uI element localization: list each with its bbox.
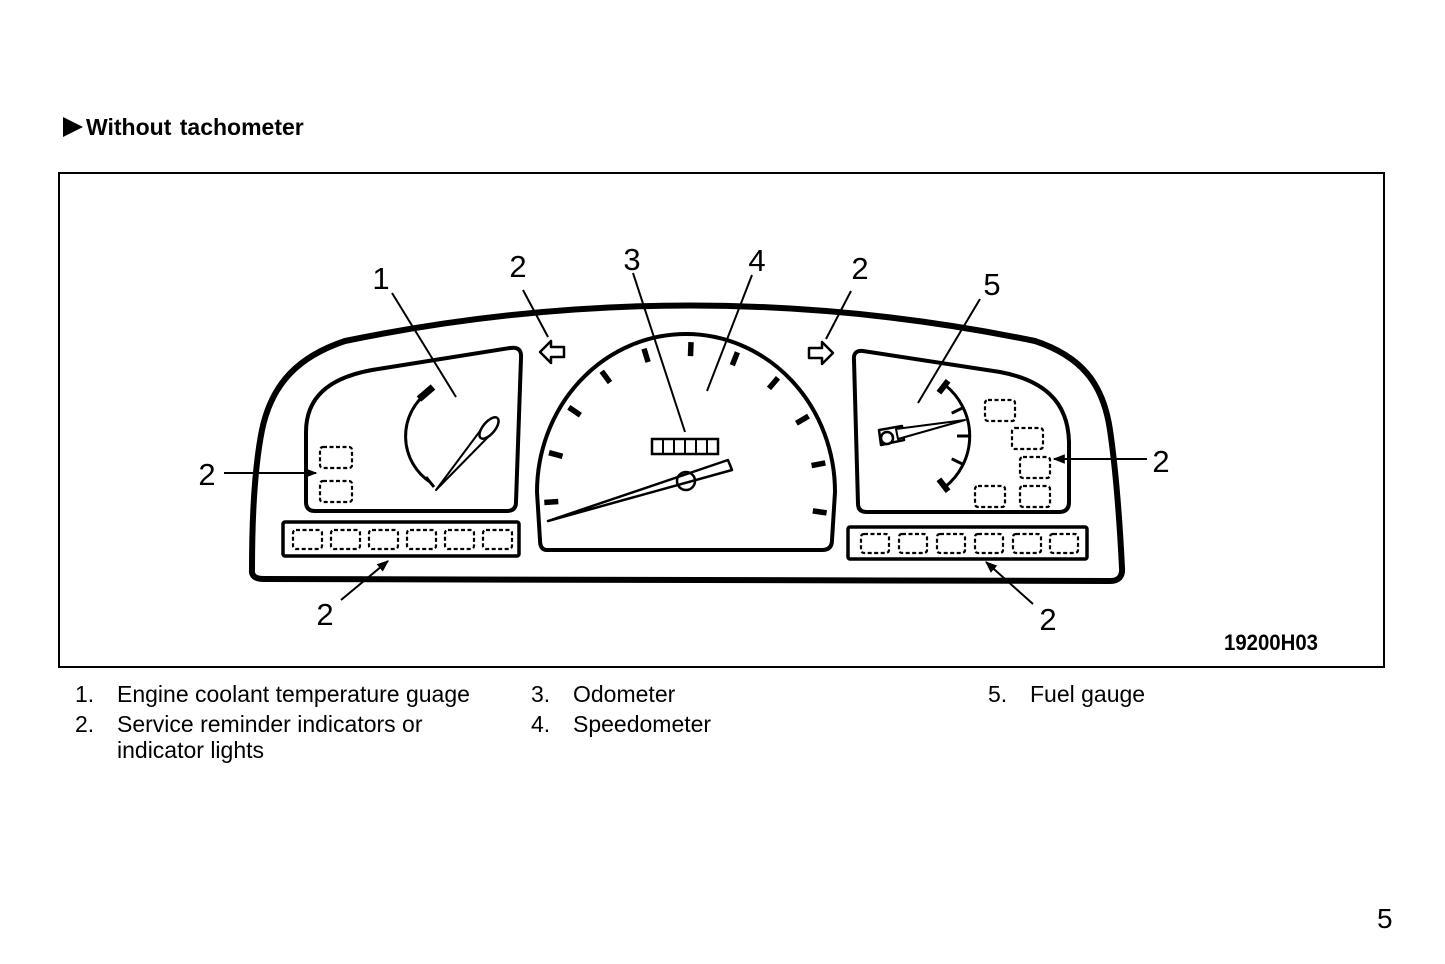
callout-label: 5	[983, 267, 1000, 302]
page-number: 5	[1377, 903, 1393, 934]
leader-line	[825, 290, 852, 340]
speedometer-needle-pivot	[675, 470, 697, 492]
leader-line	[391, 292, 457, 398]
odometer	[650, 437, 720, 456]
indicator-light	[973, 532, 1005, 555]
callout-label: 1	[372, 261, 389, 296]
cluster-housing	[248, 302, 1126, 584]
callout-label: 2	[1152, 444, 1169, 479]
temperature-gauge-window	[304, 345, 524, 513]
indicator-light	[1011, 532, 1043, 555]
indicator-light	[291, 528, 324, 551]
right-indicator-strip	[846, 525, 1089, 561]
indicator-light	[1048, 532, 1080, 555]
indicator-light	[405, 528, 438, 551]
speedometer-ticks	[544, 342, 827, 516]
legend-number: 5.	[988, 681, 1008, 707]
temperature-window-outline	[304, 345, 524, 513]
legend-item: 1. Engine coolant temperature guage	[75, 681, 489, 707]
play-triangle-icon	[63, 117, 83, 137]
temperature-cold-mark	[424, 476, 436, 488]
legend-item: 4. Speedometer	[531, 711, 945, 737]
legend-column-3: 5. Fuel gauge	[988, 681, 1402, 711]
leader-arrow	[340, 560, 389, 601]
fuel-tick	[951, 457, 965, 466]
speedometer-needle	[546, 458, 734, 523]
legend-number: 1.	[75, 681, 95, 707]
fuel-tick	[951, 406, 965, 415]
speedometer-tick	[766, 376, 781, 391]
speedometer-tick	[548, 450, 564, 459]
speedometer-tick	[567, 405, 582, 418]
temperature-needle-pivot	[478, 416, 500, 440]
left-indicator-strip	[281, 520, 521, 558]
indicator-light	[318, 479, 354, 504]
leader-line	[706, 274, 753, 392]
legend-number: 2.	[75, 711, 95, 737]
indicator-light	[973, 484, 1007, 509]
callout-label: 2	[198, 457, 215, 492]
callout-label: 2	[316, 597, 333, 632]
indicator-strip-frame	[281, 520, 521, 558]
fuel-gauge-window	[851, 348, 1071, 514]
temperature-hot-mark	[416, 384, 436, 402]
temperature-gauge-scale	[404, 390, 431, 484]
indicator-light	[1018, 455, 1052, 480]
callout-label: 4	[748, 243, 765, 278]
callout-label: 3	[623, 242, 640, 277]
speedometer-tick	[795, 413, 810, 426]
legend-number: 4.	[531, 711, 551, 737]
indicator-light	[983, 398, 1017, 423]
speedometer	[534, 332, 838, 552]
leader-line	[917, 298, 981, 404]
speedometer-tick	[599, 369, 613, 385]
leader-arrow	[985, 561, 1034, 605]
legend-item: 3. Odometer	[531, 681, 945, 707]
legend-text: Fuel gauge	[1030, 681, 1146, 707]
legend-item: 2. Service reminder indicators or indica…	[75, 711, 489, 763]
figure-frame	[58, 172, 1385, 668]
legend-column-2: 3. Odometer 4. Speedometer	[531, 681, 945, 741]
indicator-light	[1010, 426, 1045, 451]
fuel-empty-mark	[936, 477, 951, 494]
indicator-light	[897, 532, 929, 555]
leader-line	[522, 289, 549, 338]
section-heading: Without tachometer	[86, 114, 304, 140]
indicator-light	[935, 532, 967, 555]
speedometer-tick	[812, 508, 827, 516]
fuel-needle-pivot	[879, 430, 895, 446]
legend-text: Speedometer	[573, 711, 712, 737]
fuel-window-outline	[851, 348, 1071, 514]
indicator-light	[859, 532, 891, 555]
speedometer-window	[534, 332, 838, 552]
indicator-light	[481, 528, 514, 551]
indicator-light	[318, 445, 354, 470]
callout-label: 2	[851, 251, 868, 286]
legend-column-1: 1. Engine coolant temperature guage 2. S…	[75, 681, 489, 767]
speedometer-tick	[544, 498, 559, 506]
callout-label: 2	[1039, 602, 1056, 637]
speedometer-tick	[641, 347, 651, 363]
fuel-needle	[895, 419, 966, 440]
leader-line	[632, 272, 686, 433]
legend-text: Engine coolant temperature guage	[117, 681, 470, 707]
turn-signal-right-icon	[807, 340, 835, 366]
indicator-light	[443, 528, 476, 551]
indicator-strip-frame	[846, 525, 1089, 561]
turn-signal-left-icon	[538, 339, 566, 365]
speedometer-tick	[687, 342, 694, 357]
indicator-light	[329, 528, 362, 551]
indicator-light	[1018, 484, 1052, 509]
legend-number: 3.	[531, 681, 551, 707]
legend-text: Odometer	[573, 681, 676, 707]
callout-label: 2	[509, 249, 526, 284]
speedometer-tick	[729, 351, 740, 367]
speedometer-tick	[811, 460, 826, 469]
indicator-light	[367, 528, 400, 551]
instrument-cluster-figure: 1 2 3 4 2 5 2 2 2 2 19200H03	[58, 172, 1385, 668]
fuel-full-mark	[936, 378, 951, 395]
legend-item: 5. Fuel gauge	[988, 681, 1402, 707]
legend-text: Service reminder indicators or indicator…	[117, 711, 423, 763]
figure-code: 19200H03	[1224, 630, 1318, 655]
